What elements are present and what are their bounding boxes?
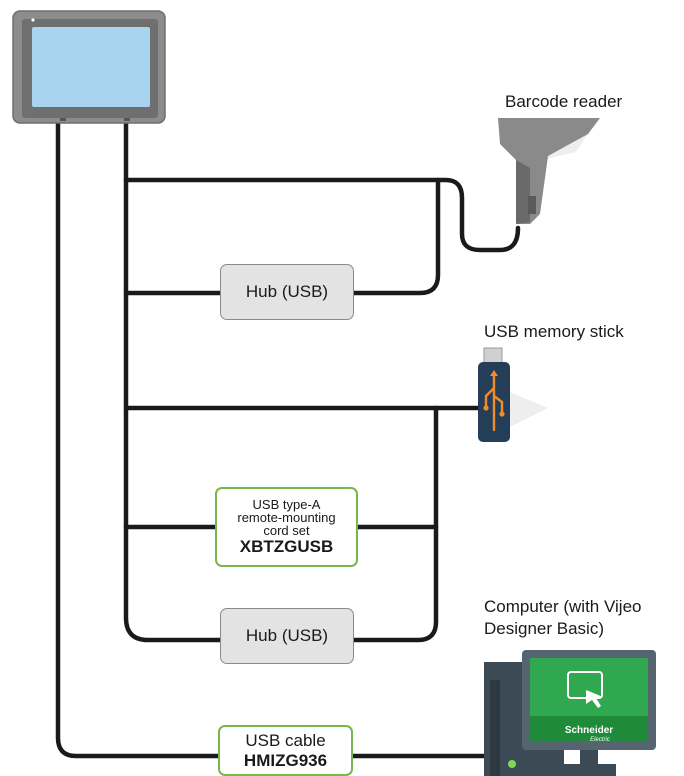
- hub-top: Hub (USB): [220, 264, 354, 320]
- computer-label-line1: Computer (with Vijeo: [484, 597, 642, 616]
- barcode-reader-icon: [498, 118, 600, 224]
- computer-label-line2: Designer Basic): [484, 619, 604, 638]
- cord-set-line3: cord set: [263, 523, 310, 538]
- hub-bottom-label: Hub (USB): [245, 626, 329, 645]
- usb-cable-box: USB cable HMIZG936: [218, 725, 353, 776]
- cord-set-line2: remote-mounting: [237, 510, 336, 525]
- usb-cable-code: HMIZG936: [243, 751, 328, 770]
- brand-logo: Schneider: [565, 725, 613, 736]
- cord-set-box: USB type-A remote-mounting cord set XBTZ…: [215, 487, 358, 567]
- cable-hub-bottom-return: [349, 405, 439, 643]
- usb-stick-icon: [478, 347, 548, 442]
- usb-cable-label: USB cable: [245, 731, 326, 750]
- cable-hub-top-return: [349, 177, 441, 296]
- brand-logo-sub: Electric: [590, 737, 610, 743]
- computer-icon: Schneider Electric: [484, 650, 656, 776]
- hub-bottom: Hub (USB): [220, 608, 354, 664]
- hmi-panel-icon: [12, 10, 166, 124]
- cord-set-line1: USB type-A: [252, 497, 321, 512]
- cord-set-code: XBTZGUSB: [239, 537, 334, 556]
- cable-trunk: [123, 117, 225, 643]
- cables: [55, 117, 521, 759]
- cable-to-barcode: [123, 177, 521, 253]
- barcode-reader-label: Barcode reader: [505, 92, 623, 111]
- hub-top-label: Hub (USB): [245, 282, 329, 301]
- cable-to-computer: [55, 117, 503, 759]
- usb-stick-label: USB memory stick: [484, 322, 624, 341]
